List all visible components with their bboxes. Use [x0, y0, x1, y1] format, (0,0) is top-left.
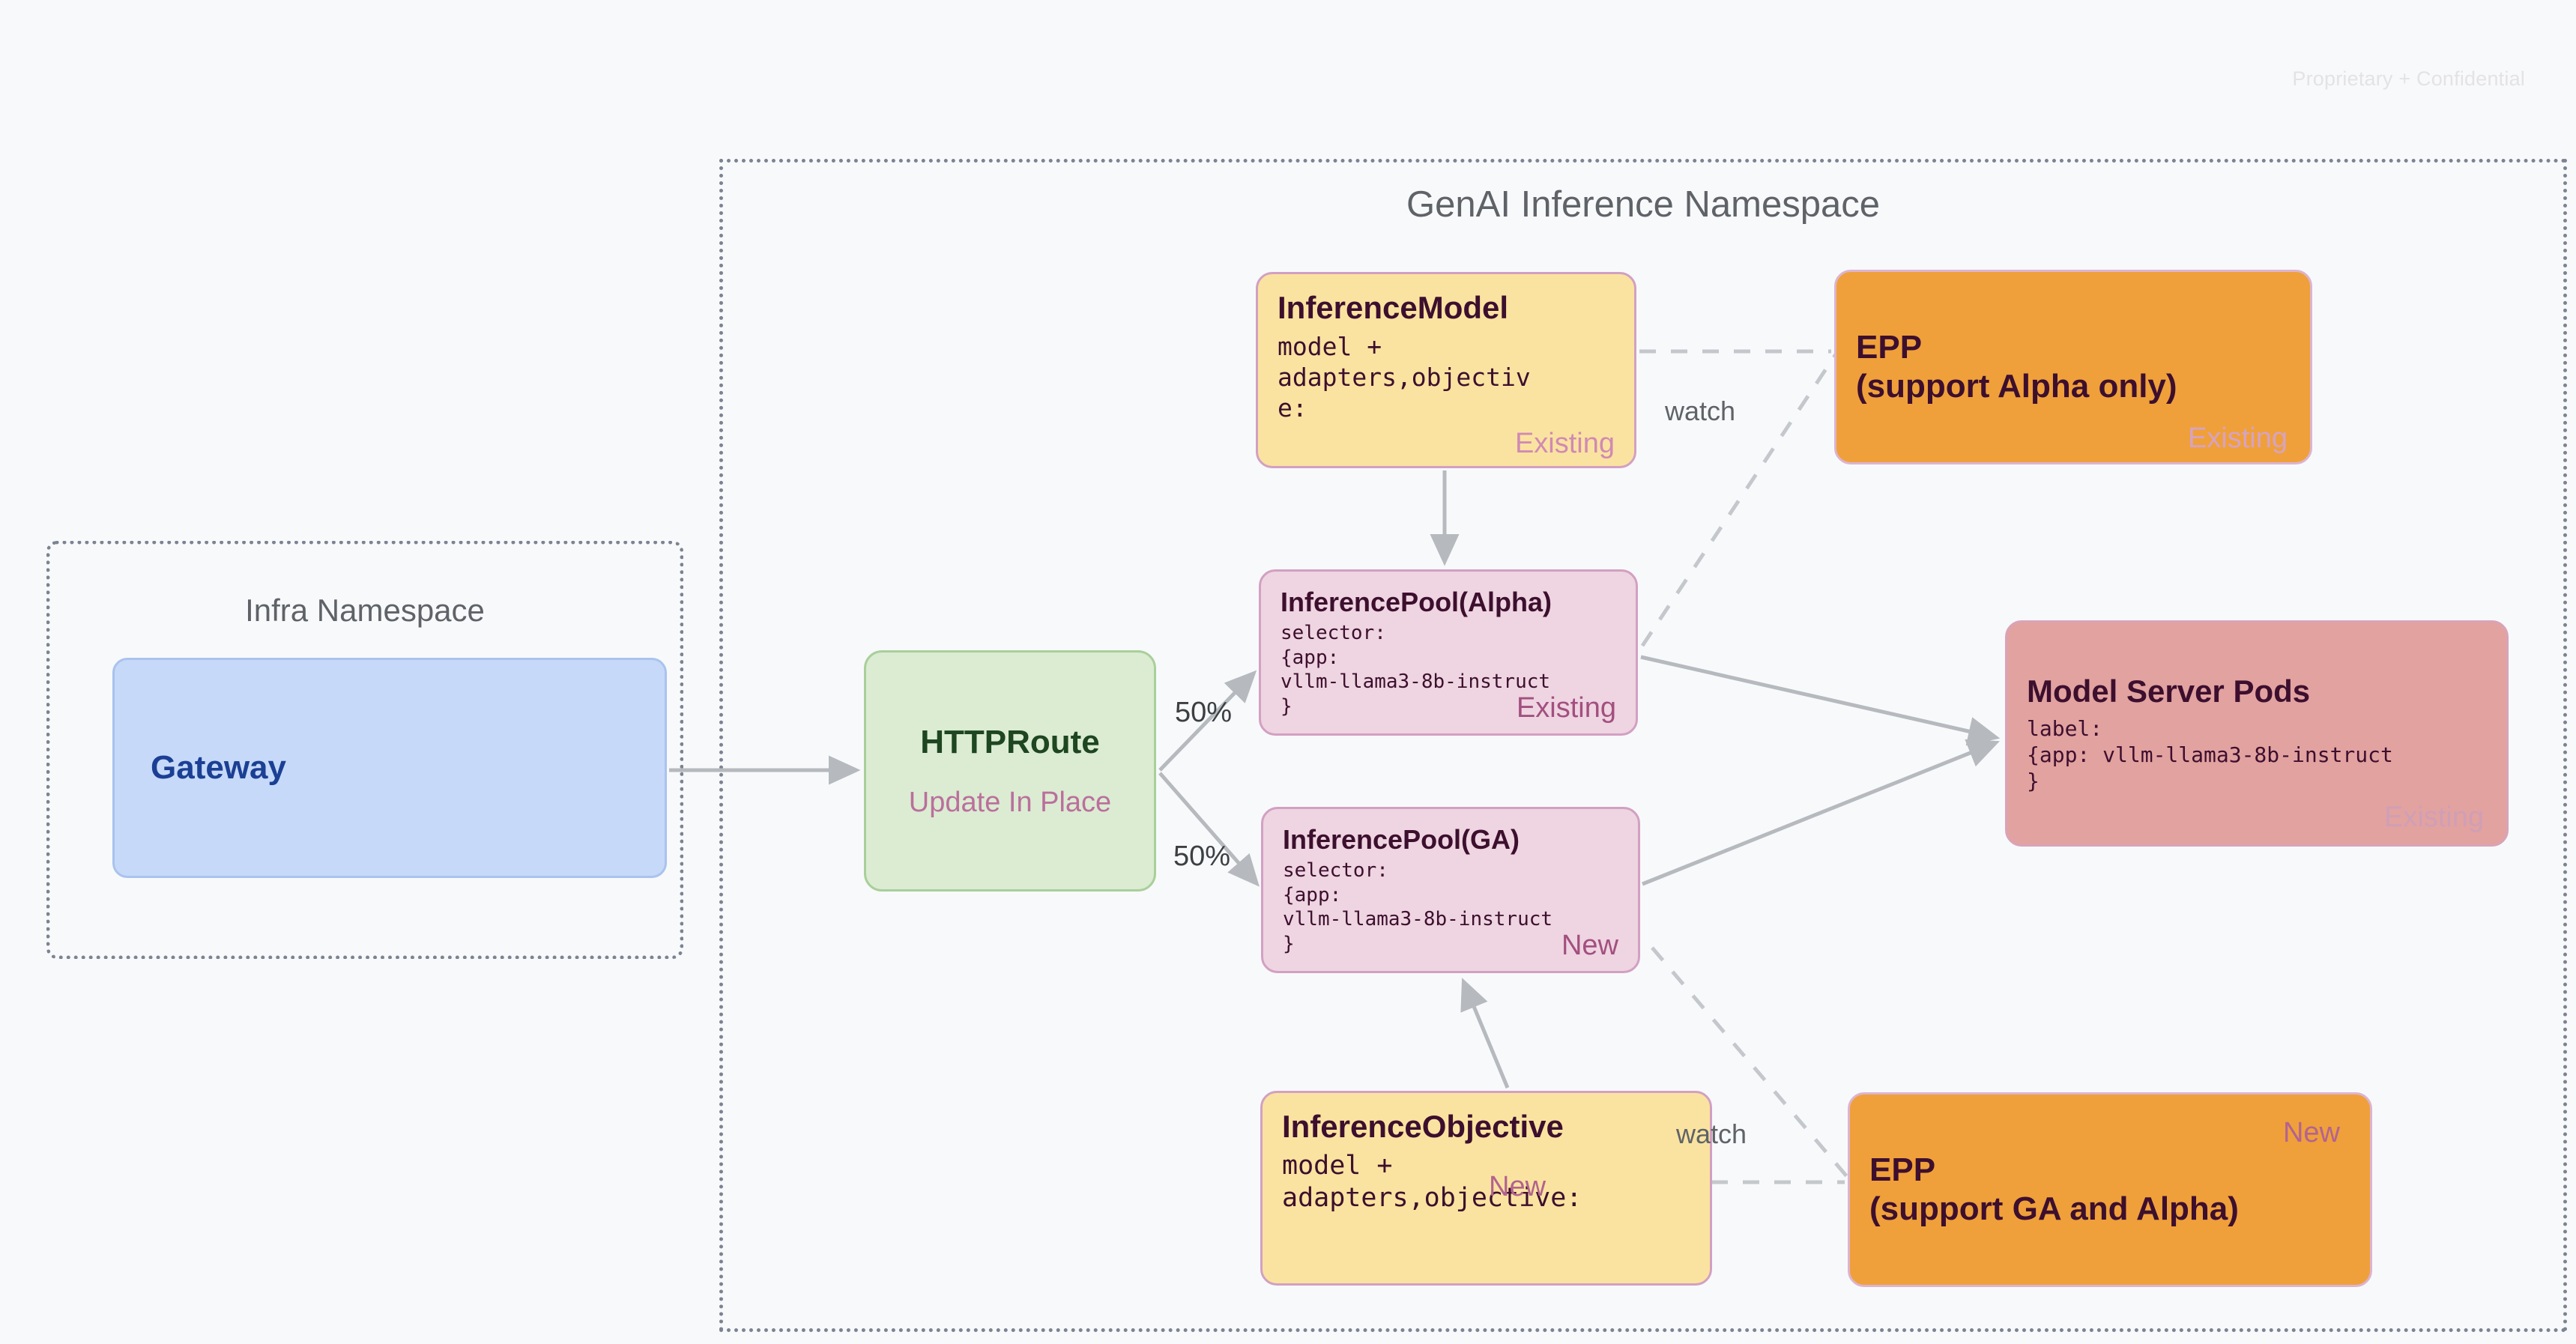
confidential-notice: Proprietary + Confidential: [2292, 67, 2525, 90]
node-model-server-pods-badge: Existing: [2383, 802, 2484, 833]
node-inference-model-title: InferenceModel: [1278, 290, 1509, 325]
node-epp-ga-badge: New: [2282, 1117, 2340, 1148]
node-inference-objective[interactable]: InferenceObjective model + adapters,obje…: [1260, 1091, 1712, 1286]
namespace-infra: Infra Namespace: [46, 541, 683, 959]
node-httproute-subtitle: Update In Place: [908, 787, 1112, 819]
namespace-genai-title: GenAI Inference Namespace: [1406, 184, 1880, 225]
node-model-server-pods-title: Model Server Pods: [2027, 673, 2311, 709]
edge-label-watch-top: watch: [1665, 396, 1736, 426]
node-inference-objective-title: InferenceObjective: [1282, 1109, 1564, 1144]
node-inference-objective-body: model + adapters,objective:: [1282, 1150, 1582, 1214]
node-inference-pool-alpha-title: InferencePool(Alpha): [1281, 587, 1552, 617]
node-inference-pool-ga-body: selector: {app: vllm-llama3-8b-instruct …: [1283, 859, 1553, 955]
node-model-server-pods-body: label: {app: vllm-llama3-8b-instruct }: [2027, 716, 2393, 794]
node-inference-pool-alpha-badge: Existing: [1516, 692, 1616, 724]
node-model-server-pods[interactable]: Model Server Pods label: {app: vllm-llam…: [2005, 620, 2509, 847]
namespace-genai: GenAI Inference Namespace: [719, 159, 2567, 1332]
node-inference-pool-alpha-body: selector: {app: vllm-llama3-8b-instruct …: [1281, 622, 1551, 718]
node-inference-model[interactable]: InferenceModel model + adapters,objectiv…: [1256, 272, 1636, 468]
node-epp-alpha-badge: Existing: [2187, 423, 2288, 454]
node-epp-ga-title: EPP (support GA and Alpha): [1869, 1151, 2239, 1227]
namespace-infra-title: Infra Namespace: [245, 593, 485, 628]
edge-label-watch-bottom: watch: [1676, 1119, 1747, 1149]
node-inference-pool-ga[interactable]: InferencePool(GA) selector: {app: vllm-l…: [1261, 807, 1640, 973]
node-inference-objective-badge: New: [1489, 1171, 1546, 1202]
edge-label-split-top: 50%: [1175, 697, 1233, 728]
node-gateway[interactable]: Gateway: [112, 658, 667, 878]
node-inference-model-badge: Existing: [1514, 428, 1615, 459]
node-inference-pool-alpha[interactable]: InferencePool(Alpha) selector: {app: vll…: [1259, 569, 1638, 736]
node-gateway-title: Gateway: [151, 749, 286, 787]
edge-label-split-bottom: 50%: [1173, 841, 1231, 872]
node-httproute[interactable]: HTTPRoute Update In Place: [864, 650, 1156, 892]
node-inference-pool-ga-badge: New: [1561, 930, 1618, 961]
node-epp-alpha-title: EPP (support Alpha only): [1856, 329, 2177, 405]
node-inference-pool-ga-title: InferencePool(GA): [1283, 824, 1520, 855]
node-inference-model-body: model + adapters,objectiv e:: [1278, 331, 1531, 423]
node-httproute-title: HTTPRoute: [920, 723, 1100, 760]
node-epp-ga[interactable]: EPP (support GA and Alpha) New: [1848, 1092, 2372, 1287]
node-epp-alpha[interactable]: EPP (support Alpha only) Existing: [1834, 270, 2312, 464]
